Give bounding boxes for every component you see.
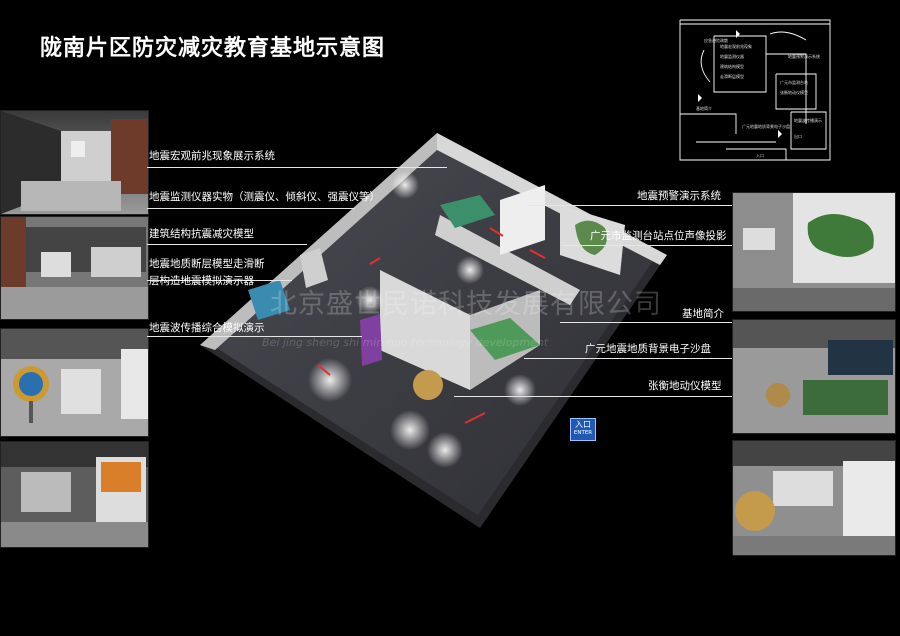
- exhibit-photo: [1, 111, 148, 214]
- label-macro-precursor: 地震宏观前兆现象展示系统: [149, 150, 275, 162]
- label-monitoring-instruments: 地震监测仪器实物（测震仪、倾斜仪、强震仪等）: [149, 191, 380, 203]
- label-fault-model: 地震地质断层模型走滑断: [149, 258, 265, 270]
- leader-line: [454, 396, 732, 397]
- leader-line: [562, 245, 732, 246]
- label-building-model: 建筑结构抗震减灾模型: [149, 228, 254, 240]
- leader-line: [147, 244, 307, 245]
- spotlight: [308, 358, 352, 402]
- leader-line: [560, 322, 732, 323]
- plan-note: 地震监测仪器: [720, 54, 744, 59]
- model-cabinet: [300, 248, 328, 288]
- seismoscope-model: [413, 370, 443, 400]
- floor-plan-sketch: 应急避险疏散 地震宏观前兆现象 地震监测仪器 建筑结构模型 走滑断层模型 地震预…: [676, 14, 834, 176]
- exhibit-photo: [733, 320, 895, 433]
- plan-note: 建筑结构模型: [720, 64, 744, 69]
- spotlight: [456, 256, 484, 284]
- label-base-intro: 基地简介: [682, 308, 724, 320]
- exhibit-photo: [1, 329, 148, 436]
- plan-note: 地震宏观前兆现象: [720, 44, 752, 49]
- label-sand-table: 广元地震地质背景电子沙盘: [585, 343, 711, 355]
- photo-panel-seismoscope: [732, 440, 896, 556]
- leader-line: [524, 358, 732, 359]
- photo-panel-station-projection: [732, 192, 896, 312]
- spotlight: [356, 286, 384, 314]
- spotlight: [391, 171, 419, 199]
- plan-note: 基地简介: [696, 106, 712, 111]
- wave-display: [360, 314, 382, 366]
- photo-panel-sand-table: [732, 319, 896, 434]
- entrance-sign: 入口 ENTER: [570, 418, 596, 441]
- entrance-label: 入口: [575, 420, 591, 429]
- floor-plan-lines: [679, 19, 831, 161]
- photo-panel-macro-precursor: [0, 110, 149, 215]
- exhibit-photo: [1, 217, 148, 319]
- leader-line: [147, 280, 292, 281]
- exhibit-screen: [248, 280, 290, 320]
- exhibit-photo: [733, 441, 895, 555]
- display-board: [500, 185, 545, 255]
- plan-note: 应急避险疏散: [704, 38, 728, 43]
- partition-wall: [435, 215, 580, 305]
- leader-line: [147, 167, 447, 168]
- spotlight: [390, 410, 430, 450]
- plan-note: 张衡地动仪模型: [780, 90, 808, 95]
- photo-panel-building-model: [0, 216, 149, 320]
- label-fault-simulator: 层构造地震模拟演示器: [149, 275, 254, 287]
- partition-wall: [380, 270, 470, 390]
- sand-table-large: [470, 318, 540, 360]
- plan-note: 广元市监测台站: [780, 80, 808, 85]
- spotlight: [504, 374, 536, 406]
- photo-panel-wave-propagation: [0, 328, 149, 437]
- exhibit-photo: [1, 442, 148, 547]
- plan-note: 出口: [794, 134, 802, 139]
- label-seismoscope: 张衡地动仪模型: [648, 380, 722, 392]
- label-early-warning: 地震预警演示系统: [637, 190, 721, 202]
- page-title: 陇南片区防灾减灾教育基地示意图: [40, 36, 386, 61]
- leader-line: [528, 205, 732, 206]
- leader-line: [147, 208, 355, 209]
- exhibit-photo: [733, 193, 895, 311]
- label-station-projection: 广元市监测台站点位声像投影: [590, 230, 727, 242]
- sand-table-small: [440, 195, 495, 228]
- entrance-label-en: ENTER: [573, 430, 593, 436]
- plan-note: 地震预警演示系统: [788, 54, 820, 59]
- plan-note: 走滑断层模型: [720, 74, 744, 79]
- spotlight: [427, 432, 463, 468]
- photo-panel-gallery: [0, 441, 149, 548]
- plan-note: 地震波传播演示: [794, 118, 822, 123]
- label-wave-propagation: 地震波传播综合模拟演示: [149, 322, 265, 334]
- watermark-english: Bei jing sheng shi min nuo technology de…: [262, 336, 549, 349]
- watermark: 北京盛世民诺科技发展有限公司: [270, 289, 662, 320]
- plan-note: 入口: [756, 153, 764, 158]
- map-projection: [575, 220, 608, 255]
- route-arrows: [317, 227, 546, 424]
- plan-note: 广元地震地质背景电子沙盘: [742, 124, 790, 129]
- leader-line: [147, 336, 362, 337]
